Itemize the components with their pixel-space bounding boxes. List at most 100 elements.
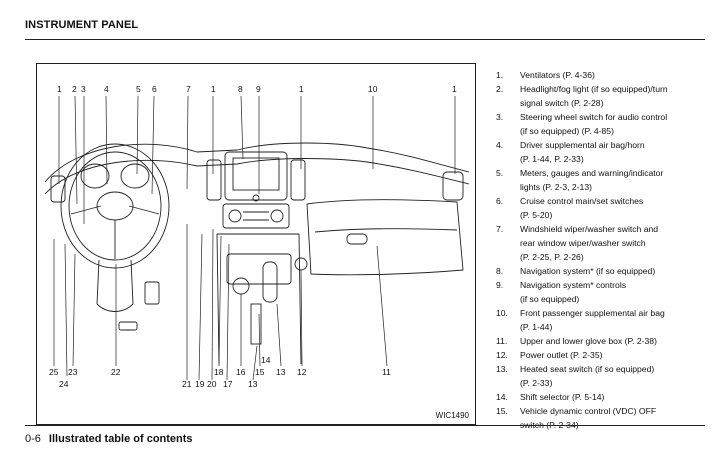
callout-label: 1 bbox=[452, 84, 457, 94]
legend-item-number bbox=[496, 376, 520, 390]
legend-item-number bbox=[496, 96, 520, 110]
callout-label: 9 bbox=[256, 84, 261, 94]
legend-item: (P. 5-20) bbox=[496, 208, 716, 222]
legend-item-number bbox=[496, 152, 520, 166]
legend-item-number bbox=[496, 124, 520, 138]
callout-label: 19 bbox=[195, 379, 205, 389]
legend-item: 2. Headlight/fog light (if so equipped)/t… bbox=[496, 82, 716, 96]
legend-item-number: 6. bbox=[496, 196, 504, 206]
legend-item-number bbox=[496, 320, 520, 334]
callout-label: 21 bbox=[182, 379, 192, 389]
legend-item: 3.Steering wheel switch for audio contro… bbox=[496, 110, 716, 124]
legend-item-number: 2. bbox=[496, 84, 504, 94]
legend-item-number: 12. bbox=[496, 350, 508, 360]
legend-item: 15. Vehicle dynamic control (VDC) OFF bbox=[496, 404, 716, 418]
legend-item-text: Vehicle dynamic control (VDC) OFF bbox=[520, 406, 657, 416]
legend-item: (P. 1-44) bbox=[496, 320, 716, 334]
legend-item-text: rear window wiper/washer switch bbox=[520, 238, 646, 248]
instrument-panel-figure: 1 2 3 4 5 6 7 1 8 9 1 10 1 25 24 23 22 2… bbox=[36, 63, 476, 425]
legend-item-number: 8. bbox=[496, 266, 504, 276]
callout-label: 18 bbox=[214, 367, 224, 377]
legend-item-number: 1. bbox=[496, 70, 504, 80]
legend-item-text: (if so equipped) (P. 4-85) bbox=[520, 126, 614, 136]
callout-label: 16 bbox=[236, 367, 246, 377]
legend-item-number: 9. bbox=[496, 280, 504, 290]
legend-item: 7.Windshield wiper/washer switch and bbox=[496, 222, 716, 236]
callout-label: 15 bbox=[255, 367, 265, 377]
legend-item: signal switch (P. 2-28) bbox=[496, 96, 716, 110]
legend-item-text: (P. 1-44, P. 2-33) bbox=[520, 154, 584, 164]
page-number: 0-6 bbox=[25, 433, 41, 445]
legend-item: 13. Heated seat switch (if so equipped) bbox=[496, 362, 716, 376]
legend-item-text: Shift selector (P. 5-14) bbox=[520, 392, 605, 402]
legend-item-text: Heated seat switch (if so equipped) bbox=[520, 364, 655, 374]
section-title: Illustrated table of contents bbox=[48, 433, 193, 445]
callout-label: 5 bbox=[136, 84, 141, 94]
callout-label: 6 bbox=[152, 84, 157, 94]
legend-item-number: 13. bbox=[496, 364, 508, 374]
callout-label: 1 bbox=[299, 84, 304, 94]
legend-item-number: 5. bbox=[496, 168, 504, 178]
legend-item-number bbox=[496, 180, 520, 194]
legend-item: 9. Navigation system* controls bbox=[496, 278, 716, 292]
callout-label: 7 bbox=[186, 84, 191, 94]
legend-item: 8. Navigation system* (if so equipped) bbox=[496, 264, 716, 278]
legend-item-number: 4. bbox=[496, 140, 504, 150]
legend-item-text: Headlight/fog light (if so equipped)/tur… bbox=[520, 84, 668, 94]
legend-item-text: Cruise control main/set switches bbox=[520, 196, 644, 206]
footer-rule bbox=[25, 425, 705, 426]
legend-item-number: 11. bbox=[496, 336, 508, 346]
legend-item: 5. Meters, gauges and warning/indicator bbox=[496, 166, 716, 180]
page-title: INSTRUMENT PANEL bbox=[25, 19, 139, 31]
legend-item: 10. Front passenger supplemental air bag bbox=[496, 306, 716, 320]
legend-item-number bbox=[496, 292, 520, 306]
legend-item-text: Navigation system* controls bbox=[520, 280, 627, 290]
callout-label: 1 bbox=[211, 84, 216, 94]
callout-label: 13 bbox=[276, 367, 286, 377]
legend-item: (P. 1-44, P. 2-33) bbox=[496, 152, 716, 166]
callout-label: 11 bbox=[382, 367, 391, 377]
legend-item-number bbox=[496, 208, 520, 222]
legend-item-number: 15. bbox=[496, 406, 508, 416]
page-footer: 0-6 Illustrated table of contents bbox=[25, 433, 193, 445]
callout-label: 12 bbox=[297, 367, 307, 377]
legend-item-number: 14. bbox=[496, 392, 508, 402]
callout-label: 13 bbox=[248, 379, 258, 389]
legend-item-text: Driver supplemental air bag/horn bbox=[520, 140, 645, 150]
instrument-panel-drawing bbox=[44, 95, 470, 381]
legend-item-text: Upper and lower glove box (P. 2-38) bbox=[520, 336, 657, 346]
legend-item-text: Power outlet (P. 2-35) bbox=[520, 350, 603, 360]
legend-item-text: lights (P. 2-3, 2-13) bbox=[520, 182, 592, 192]
callout-label: 4 bbox=[104, 84, 109, 94]
callout-label: 23 bbox=[68, 367, 78, 377]
figure-id: WIC1490 bbox=[435, 411, 469, 420]
callout-label: 22 bbox=[111, 367, 121, 377]
legend-item-text: Navigation system* (if so equipped) bbox=[520, 266, 656, 276]
legend-item-text: (P. 2-33) bbox=[520, 378, 553, 388]
legend-item: (if so equipped) bbox=[496, 292, 716, 306]
legend-item-number: 3. bbox=[496, 112, 504, 122]
callout-label: 14 bbox=[261, 355, 271, 365]
legend-item-text: Front passenger supplemental air bag bbox=[520, 308, 665, 318]
header-rule bbox=[25, 39, 705, 40]
legend-item-number bbox=[496, 236, 520, 250]
legend-item: 11. Upper and lower glove box (P. 2-38) bbox=[496, 334, 716, 348]
legend-item: (if so equipped) (P. 4-85) bbox=[496, 124, 716, 138]
legend-item: lights (P. 2-3, 2-13) bbox=[496, 180, 716, 194]
legend-item-number: 10. bbox=[496, 308, 508, 318]
legend-item-text: Meters, gauges and warning/indicator bbox=[520, 168, 664, 178]
legend-item: 1. Ventilators (P. 4-36) bbox=[496, 68, 716, 82]
legend-item: 4. Driver supplemental air bag/horn bbox=[496, 138, 716, 152]
legend-item: rear window wiper/washer switch bbox=[496, 236, 716, 250]
callout-label: 17 bbox=[223, 379, 233, 389]
legend-item: 6. Cruise control main/set switches bbox=[496, 194, 716, 208]
legend-item-number bbox=[496, 250, 520, 264]
callout-label: 3 bbox=[81, 84, 86, 94]
callout-label: 8 bbox=[238, 84, 243, 94]
legend-item-text: Ventilators (P. 4-36) bbox=[520, 70, 595, 80]
legend-item: 14. Shift selector (P. 5-14) bbox=[496, 390, 716, 404]
callout-label: 1 bbox=[57, 84, 62, 94]
legend-item-number: 7. bbox=[496, 224, 504, 234]
legend-item: (P. 2-25, P. 2-26) bbox=[496, 250, 716, 264]
callout-label: 24 bbox=[59, 379, 69, 389]
